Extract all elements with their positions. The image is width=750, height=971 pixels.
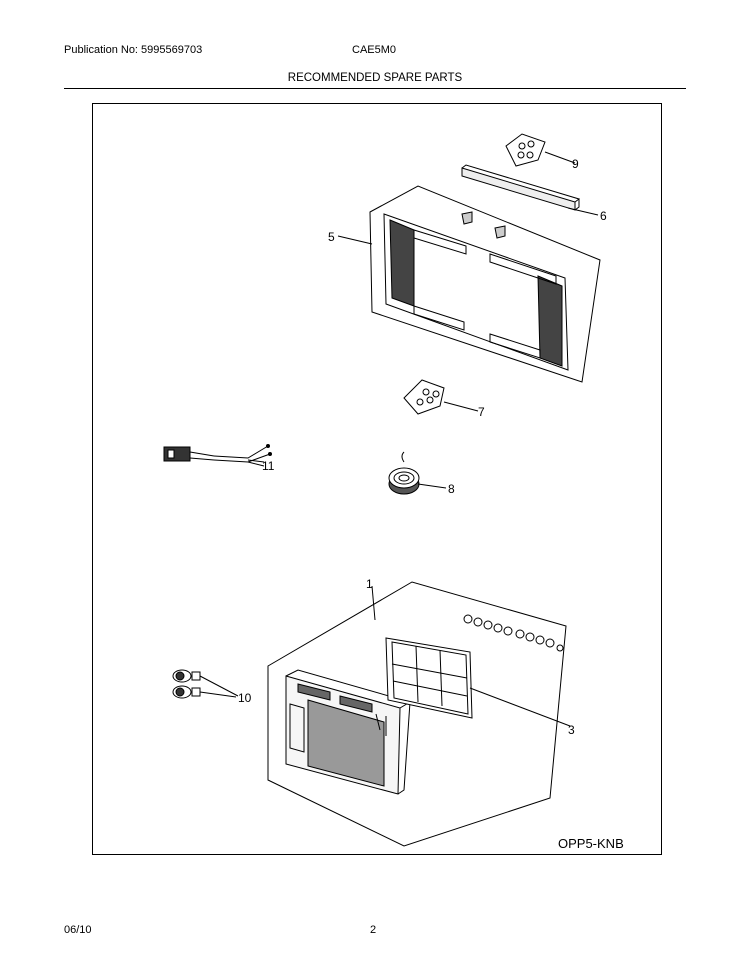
part-5-window-kit bbox=[369, 185, 601, 383]
diagram-frame bbox=[92, 103, 662, 855]
part-11-power-cord bbox=[163, 444, 272, 463]
callout-11: 11 bbox=[262, 459, 275, 473]
callout-5: 5 bbox=[328, 230, 335, 244]
callout-3: 3 bbox=[568, 723, 575, 737]
part-10-knobs bbox=[172, 669, 201, 699]
publication-number: Publication No: 5995569703 bbox=[64, 44, 203, 56]
part-1-unit bbox=[267, 581, 567, 847]
part-8-bracket bbox=[403, 379, 445, 415]
callout-7: 9 bbox=[572, 157, 579, 171]
callout-9: 8 bbox=[448, 482, 455, 496]
footer-date: 06/10 bbox=[64, 924, 92, 936]
model-number: CAE5M0 bbox=[352, 44, 397, 56]
header-rule bbox=[64, 88, 686, 89]
callout-1: 1 bbox=[366, 577, 373, 591]
part-6-rail bbox=[461, 164, 581, 211]
leader-lines bbox=[199, 151, 599, 727]
fastener-row bbox=[463, 614, 564, 652]
callout-8: 7 bbox=[478, 405, 485, 419]
page-title: RECOMMENDED SPARE PARTS bbox=[287, 72, 463, 84]
part-3-air-filter bbox=[385, 637, 473, 719]
diagram-code: OPP5-KNB bbox=[558, 836, 624, 851]
footer-page-number: 2 bbox=[370, 924, 377, 936]
part-7-bracket bbox=[505, 133, 546, 167]
part-9-seal-roll bbox=[388, 451, 420, 495]
callout-6: 6 bbox=[600, 209, 607, 223]
callout-10: 10 bbox=[238, 691, 252, 705]
